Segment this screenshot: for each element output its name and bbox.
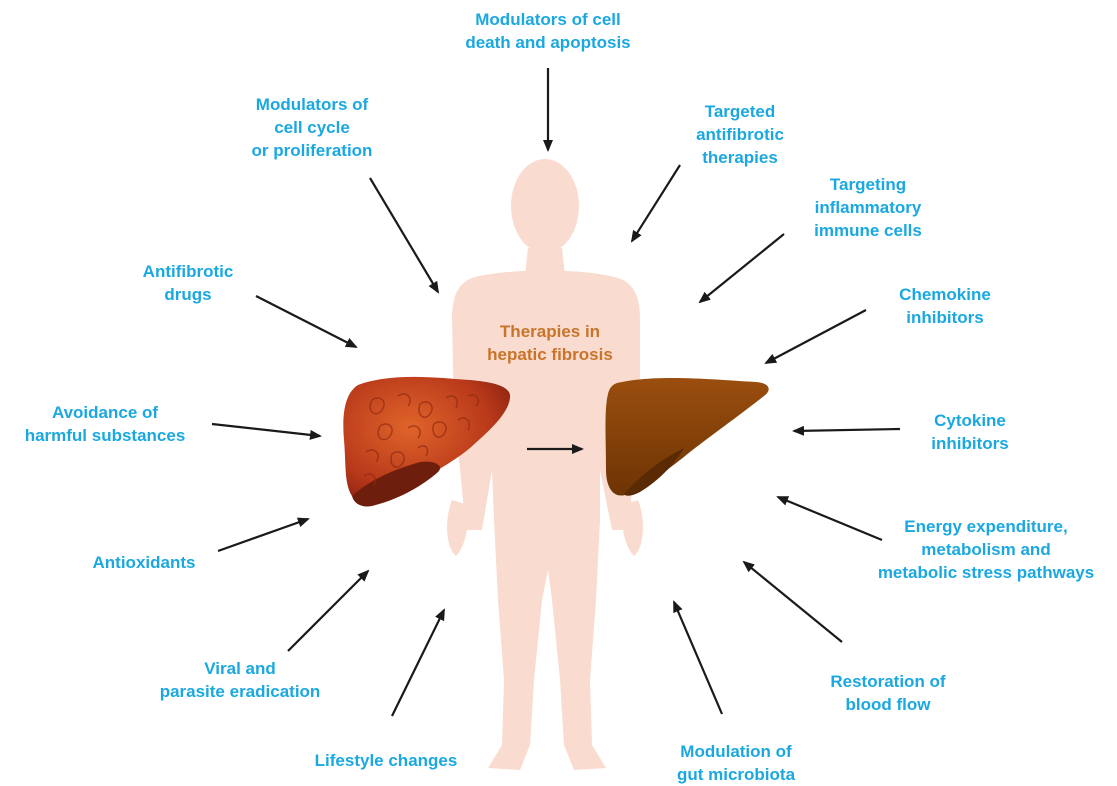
label-targeted-antifibrotic: Targeted antifibrotic therapies: [670, 100, 810, 169]
arrow-cytokine: [794, 429, 900, 431]
label-chemokine: Chemokine inhibitors: [875, 283, 1015, 329]
arrow-antifibrotic-drugs: [256, 296, 356, 347]
label-blood-flow: Restoration of blood flow: [808, 670, 968, 716]
label-energy: Energy expenditure, metabolism and metab…: [858, 515, 1114, 584]
label-avoidance: Avoidance of harmful substances: [2, 401, 208, 447]
label-lifestyle: Lifestyle changes: [296, 749, 476, 772]
arrow-lifestyle: [392, 610, 444, 716]
label-cytokine: Cytokine inhibitors: [900, 409, 1040, 455]
arrow-antioxidants: [218, 519, 308, 551]
label-viral: Viral and parasite eradication: [140, 657, 340, 703]
label-antifibrotic-drugs: Antifibrotic drugs: [118, 260, 258, 306]
arrow-cell-cycle: [370, 178, 438, 292]
arrow-microbiota: [674, 602, 722, 714]
label-antioxidants: Antioxidants: [74, 551, 214, 574]
label-cell-death: Modulators of cell death and apoptosis: [433, 8, 663, 54]
arrow-avoidance: [212, 424, 320, 436]
arrow-chemokine: [766, 310, 866, 363]
label-cell-cycle: Modulators of cell cycle or proliferatio…: [222, 93, 402, 162]
arrow-targeted-antifibrotic: [632, 165, 680, 241]
label-microbiota: Modulation of gut microbiota: [656, 740, 816, 786]
arrow-viral: [288, 571, 368, 651]
arrow-inflammatory: [700, 234, 784, 302]
arrow-blood-flow: [744, 562, 842, 642]
diagram-title: Therapies in hepatic fibrosis: [460, 320, 640, 366]
healthy-liver: [606, 378, 769, 496]
label-inflammatory: Targeting inflammatory immune cells: [798, 173, 938, 242]
